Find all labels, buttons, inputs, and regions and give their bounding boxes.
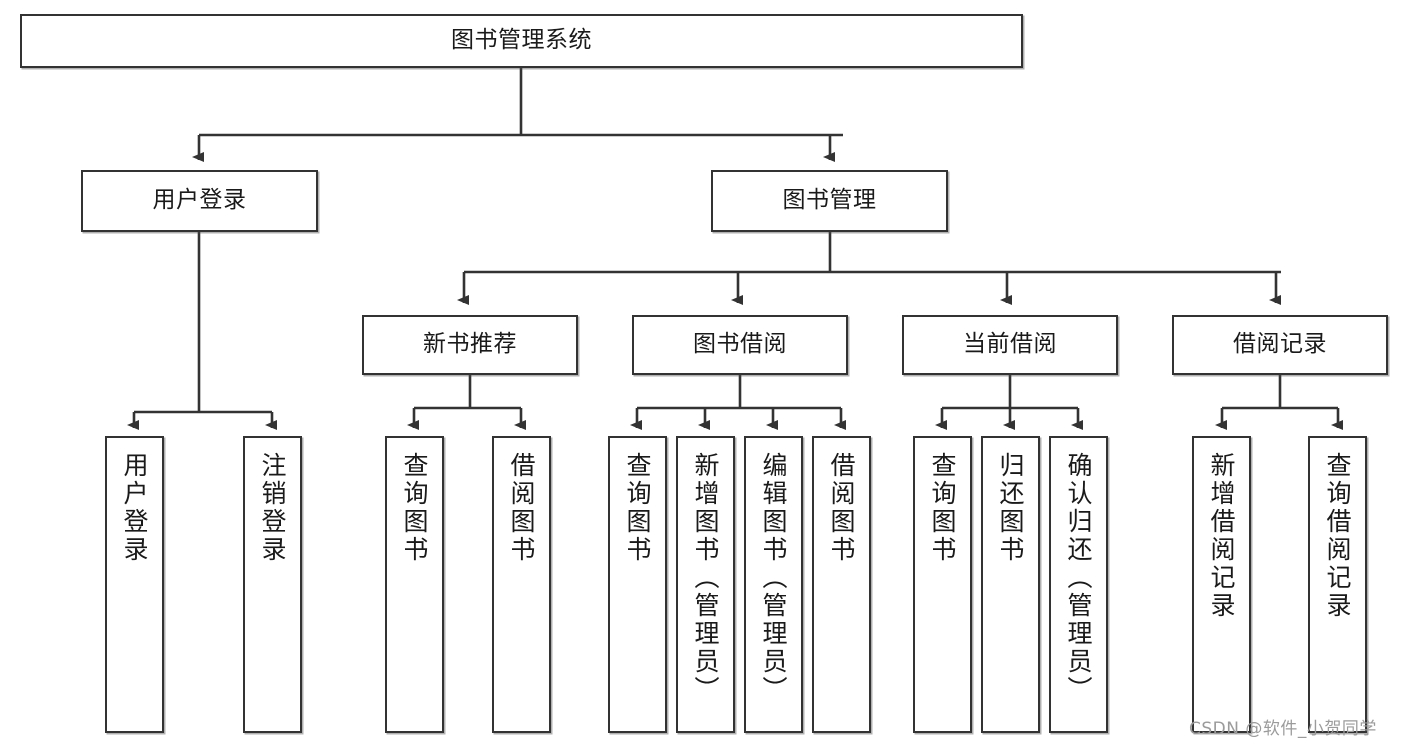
node-book-borrow[interactable]: 图书借阅 (632, 315, 848, 375)
node-new-book-recommend-label: 新书推荐 (423, 331, 517, 358)
node-user-login[interactable]: 用户登录 (81, 170, 318, 232)
csdn-watermark: CSDN @软件_小贺同学 (1189, 719, 1377, 739)
node-current-borrow-label: 当前借阅 (963, 331, 1057, 358)
node-leaf-add-book-admin[interactable]: 新增图书（管理员） (676, 436, 735, 733)
node-new-book-recommend[interactable]: 新书推荐 (362, 315, 578, 375)
node-leaf-user-login-label: 用户登录 (120, 452, 149, 564)
node-leaf-query-book-1[interactable]: 查询图书 (385, 436, 444, 733)
node-leaf-borrow-book-2[interactable]: 借阅图书 (812, 436, 871, 733)
node-leaf-confirm-return-admin[interactable]: 确认归还（管理员） (1049, 436, 1108, 733)
node-leaf-query-book-2[interactable]: 查询图书 (608, 436, 667, 733)
node-leaf-query-book-2-label: 查询图书 (623, 452, 652, 564)
node-leaf-borrow-book-2-label: 借阅图书 (827, 452, 856, 564)
node-leaf-query-borrow-record[interactable]: 查询借阅记录 (1308, 436, 1367, 733)
node-current-borrow[interactable]: 当前借阅 (902, 315, 1118, 375)
node-leaf-query-book-1-label: 查询图书 (400, 452, 429, 564)
node-leaf-borrow-book-1-label: 借阅图书 (507, 452, 536, 564)
node-borrow-record[interactable]: 借阅记录 (1172, 315, 1388, 375)
node-leaf-confirm-return-admin-label: 确认归还（管理员） (1064, 452, 1093, 704)
node-leaf-query-borrow-record-label: 查询借阅记录 (1323, 452, 1352, 620)
node-leaf-logout-label: 注销登录 (258, 452, 287, 564)
node-book-management[interactable]: 图书管理 (711, 170, 948, 232)
node-leaf-add-borrow-record[interactable]: 新增借阅记录 (1192, 436, 1251, 733)
node-leaf-query-book-3-label: 查询图书 (928, 452, 957, 564)
node-leaf-return-book[interactable]: 归还图书 (981, 436, 1040, 733)
node-book-management-label: 图书管理 (782, 187, 877, 214)
node-root[interactable]: 图书管理系统 (20, 14, 1023, 68)
node-leaf-edit-book-admin[interactable]: 编辑图书（管理员） (744, 436, 803, 733)
node-borrow-record-label: 借阅记录 (1233, 331, 1327, 358)
node-leaf-add-borrow-record-label: 新增借阅记录 (1207, 452, 1236, 620)
node-leaf-borrow-book-1[interactable]: 借阅图书 (492, 436, 551, 733)
node-leaf-user-login[interactable]: 用户登录 (105, 436, 164, 733)
node-leaf-return-book-label: 归还图书 (996, 452, 1025, 564)
node-user-login-label: 用户登录 (152, 187, 247, 214)
node-leaf-query-book-3[interactable]: 查询图书 (913, 436, 972, 733)
node-leaf-add-book-admin-label: 新增图书（管理员） (691, 452, 720, 704)
node-root-label: 图书管理系统 (451, 27, 592, 54)
node-leaf-edit-book-admin-label: 编辑图书（管理员） (759, 452, 788, 704)
node-book-borrow-label: 图书借阅 (693, 331, 787, 358)
node-leaf-logout[interactable]: 注销登录 (243, 436, 302, 733)
